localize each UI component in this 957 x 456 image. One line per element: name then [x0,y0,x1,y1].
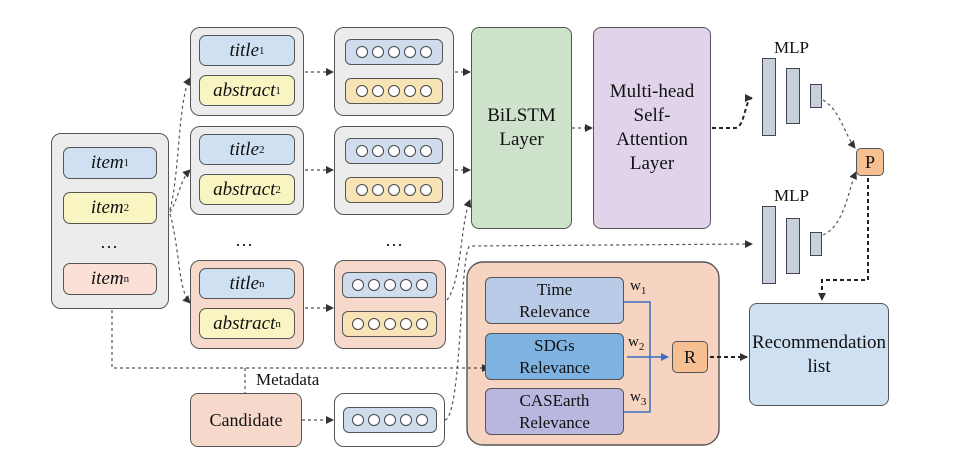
mlp-top-layer-3 [810,84,822,108]
embedding-abstract-1 [345,78,443,104]
vector-cell [356,46,368,58]
vector-cell [415,318,428,330]
edge-time-to-r [624,301,651,357]
embedding-abstract-n [342,311,437,337]
weight-3: w3 [630,389,647,408]
vector-cell [388,85,400,97]
weight-1: w1 [630,278,647,297]
embeddings-ellipsis: … [385,230,404,250]
mlp-top-label: MLP [774,38,809,57]
embedding-title-2 [345,138,443,164]
edge-p-to-recommendation [818,178,869,301]
vector-cell [351,318,364,330]
vector-cell [404,184,416,196]
vector-cell [388,145,400,157]
candidate-box[interactable]: Candidate [190,393,302,447]
item-2-label: item [90,197,124,218]
edge-items-to-article2 [169,169,191,213]
weight-2: w2 [628,334,645,353]
vector-cell [368,414,380,426]
vector-cell [399,279,412,291]
vector-cell [399,318,412,330]
vector-cell [420,145,432,157]
vector-cell [400,414,412,426]
vector-cell [388,46,400,58]
vector-cell [367,279,380,291]
embedding-abstract-2 [345,177,443,203]
vector-cell [356,184,368,196]
edge-casearth-to-r [624,357,651,413]
embedding-title-n [342,272,437,298]
vector-cell [420,46,432,58]
candidate-embedding [343,407,437,433]
vector-cell [356,145,368,157]
edge-candidate-emb-to-mlp [444,240,753,421]
vector-cell [372,85,384,97]
edge-items-to-articlen [169,213,191,304]
mlp-top-layer-2 [786,68,800,124]
metadata-label: Metadata [256,370,320,389]
vector-cell [420,184,432,196]
mlp-bottom-label: MLP [774,186,809,205]
vector-cell [372,184,384,196]
vector-cell [404,46,416,58]
mlp-bottom-layer-3 [810,232,822,256]
item-1-label: item [90,152,124,173]
edge-mlp1-to-p [822,99,856,149]
p-node[interactable]: P [856,148,884,176]
vector-cell [416,414,428,426]
edge-items-to-article1 [169,77,191,211]
edge-metadata [111,310,490,372]
articles-ellipsis: … [235,230,254,250]
edge-embn-to-bilstm [446,199,472,301]
vector-cell [420,85,432,97]
item-n-label: item [90,268,124,289]
vector-cell [384,414,396,426]
mlp-bottom-layer-2 [786,218,800,274]
vector-cell [372,46,384,58]
vector-cell [404,145,416,157]
edge-attention-to-mlp1 [712,94,753,129]
vector-cell [415,279,428,291]
vector-cell [383,279,396,291]
vector-cell [367,318,380,330]
embedding-title-1 [345,39,443,65]
mlp-bottom-layer-1 [762,206,776,284]
vector-cell [356,85,368,97]
r-node[interactable]: R [672,341,708,373]
edge-mlp2-to-p [822,171,857,236]
vector-cell [372,145,384,157]
mlp-top-layer-1 [762,58,776,136]
items-ellipsis: … [100,232,119,252]
vector-cell [352,414,364,426]
vector-cell [351,279,364,291]
vector-cell [404,85,416,97]
vector-cell [388,184,400,196]
vector-cell [383,318,396,330]
